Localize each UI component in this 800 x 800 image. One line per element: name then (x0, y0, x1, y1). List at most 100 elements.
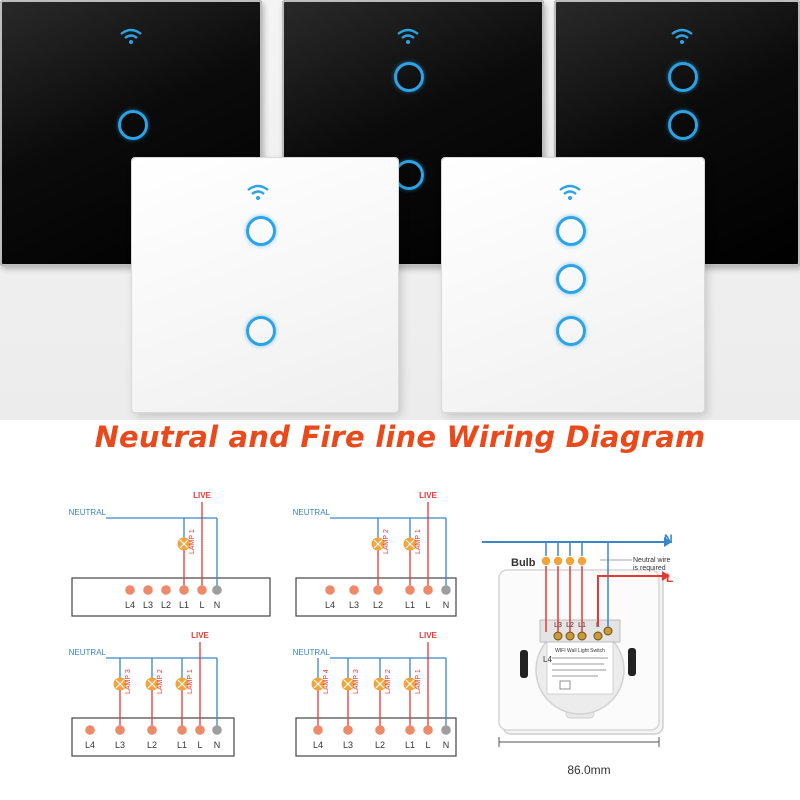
terminal-dot (195, 725, 205, 735)
lamp-label: LAMP 1 (187, 669, 194, 694)
neutral-note-line2: is required (633, 565, 666, 572)
terminal-label: L1 (405, 740, 415, 750)
terminal-dot (349, 585, 359, 595)
screw-terminal-icon (565, 631, 575, 641)
lamp-label: LAMP 1 (415, 669, 422, 694)
terminal-dot (405, 725, 415, 735)
touch-button-icon (556, 264, 586, 294)
wifi-icon (559, 184, 581, 200)
screw-terminal-icon (553, 631, 563, 641)
neutral-note-line1: Neutral wire (633, 557, 670, 564)
terminal-dot (405, 585, 415, 595)
terminal-label: L3 (343, 740, 353, 750)
terminal-dot (423, 725, 433, 735)
lamp-cross (177, 679, 187, 689)
terminal-label: L (197, 740, 202, 750)
lamp-label: LAMP 2 (383, 529, 390, 554)
lamp-cross (343, 679, 353, 689)
live-label: LIVE (191, 631, 209, 640)
terminal-dot (143, 585, 153, 595)
wifi-icon (671, 28, 693, 44)
touch-button-icon (668, 110, 698, 140)
arrow-icon (662, 571, 670, 581)
lamp-label: LAMP 1 (415, 529, 422, 554)
touch-button-icon (246, 216, 276, 246)
screw-terminal-icon (593, 631, 603, 641)
live-label: LIVE (419, 491, 437, 500)
lamp-cross (115, 679, 125, 689)
terminal-label: L (199, 600, 204, 610)
terminal-dot (85, 725, 95, 735)
terminal-dot (179, 585, 189, 595)
terminal-dot (325, 585, 335, 595)
terminal-label: L4 (125, 600, 135, 610)
terminal-dot (197, 585, 207, 595)
lamp-label: LAMP 3 (125, 669, 132, 694)
switch-box (71, 577, 271, 617)
touch-button-icon (118, 110, 148, 140)
touch-button-icon (556, 216, 586, 246)
photo-live-line (597, 575, 662, 626)
neutral-label: NEUTRAL (293, 648, 331, 657)
terminal-label: L4 (85, 740, 95, 750)
lamp-label: LAMP 2 (385, 669, 392, 694)
neutral-label: NEUTRAL (69, 508, 107, 517)
terminal-label: N (443, 740, 450, 750)
arrow-icon (664, 537, 672, 547)
switch-box (295, 577, 457, 617)
bulb-icon (577, 556, 587, 566)
terminal-label: L2 (373, 600, 383, 610)
bulb-label: Bulb (511, 557, 536, 569)
wifi-icon (120, 28, 142, 44)
photo-n-label: N (664, 532, 673, 546)
terminal-label: N (214, 740, 221, 750)
terminal-label: L2 (161, 600, 171, 610)
terminal-dot (125, 585, 135, 595)
terminal-label: L2 (147, 740, 157, 750)
wifi-icon (397, 28, 419, 44)
terminal-label: L1 (405, 600, 415, 610)
terminal-label: L4 (313, 740, 323, 750)
terminal-label: L4 (325, 600, 335, 610)
bulb-icon (541, 556, 551, 566)
terminal-label: L (425, 740, 430, 750)
live-label: LIVE (419, 631, 437, 640)
terminal-dot (115, 725, 125, 735)
lamp-cross (375, 679, 385, 689)
l4-terminal-label: L4 (543, 655, 552, 664)
terminal-dot (441, 725, 451, 735)
terminal-dot (343, 725, 353, 735)
white-switch-2gang (132, 158, 398, 412)
terminal-label: N (443, 600, 450, 610)
diagram-title: Neutral and Fire line Wiring Diagram (94, 420, 706, 454)
lamp-cross (405, 539, 415, 549)
switch-box (71, 717, 235, 757)
lamp-cross (147, 679, 157, 689)
wifi-icon (247, 184, 269, 200)
lamp-label: LAMP 4 (323, 669, 330, 694)
terminal-dot (375, 725, 385, 735)
screw-terminal-icon (603, 626, 613, 636)
live-label: LIVE (193, 491, 211, 500)
terminal-dot (147, 725, 157, 735)
touch-button-icon (246, 316, 276, 346)
neutral-label: NEUTRAL (69, 648, 107, 657)
terminal-dot (373, 585, 383, 595)
screw-terminal-icon (577, 631, 587, 641)
dimension-label: 86.0mm (567, 763, 610, 777)
lamp-cross (405, 679, 415, 689)
lamp-cross (313, 679, 323, 689)
photo-l-label: L (666, 571, 673, 585)
mount-slot (628, 648, 636, 676)
terminal-dot (423, 585, 433, 595)
terminal-label: L (425, 600, 430, 610)
white-switch-3gang (442, 158, 704, 412)
touch-button-icon (394, 62, 424, 92)
switch-box (295, 717, 457, 757)
